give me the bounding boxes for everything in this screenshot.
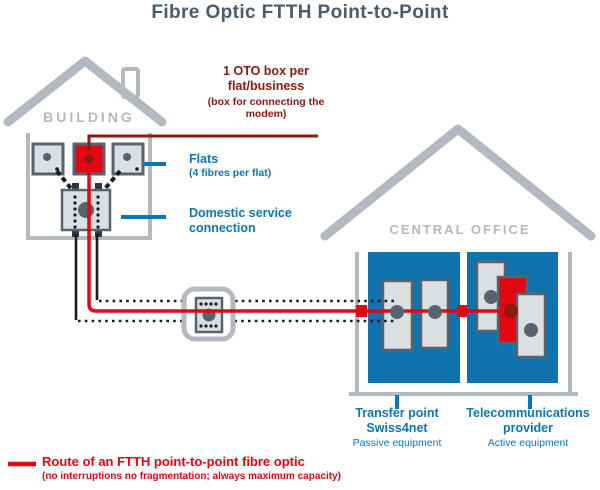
page-title: Fibre Optic FTTH Point-to-Point [151,2,449,23]
flats-label: Flats (4 fibres per flat) [189,152,272,179]
domestic-connection-box [60,183,112,237]
co-roof [320,124,596,241]
central-office-label: CENTRAL OFFICE [389,222,531,237]
oto-annotation: 1 OTO box per flat/business (box for con… [201,64,331,121]
splice-dots [73,195,100,229]
central-office-house [320,124,596,396]
oto-annotation-line [87,134,318,151]
junction-box [181,286,236,342]
route-node [457,305,467,317]
oto-annotation-heading: 1 OTO box per flat/business [223,64,309,93]
dotted-fibre-routes [74,234,396,323]
oto-annotation-sub: (box for connecting the modem) [207,95,325,121]
building-roof [3,56,167,127]
transfer-point-label: Transfer point Swiss4net Passive equipme… [352,406,442,449]
route-legend: Route of an FTTH point-to-point fibre op… [42,454,341,482]
equipment-dots [390,290,538,337]
provider-label: Telecommunications provider Active equip… [466,406,590,449]
fibre-drop-dashed [55,169,75,193]
fibre-drop-dashed [101,169,122,193]
domestic-connection-label: Domestic service connection [189,206,292,235]
equipment-card-icon [515,292,547,359]
route-node [356,305,367,317]
junction-dots [199,302,218,328]
building-label: BUILDING [43,109,135,125]
transfer-point-cabinet [368,252,460,383]
ftth-route-line [87,168,510,313]
